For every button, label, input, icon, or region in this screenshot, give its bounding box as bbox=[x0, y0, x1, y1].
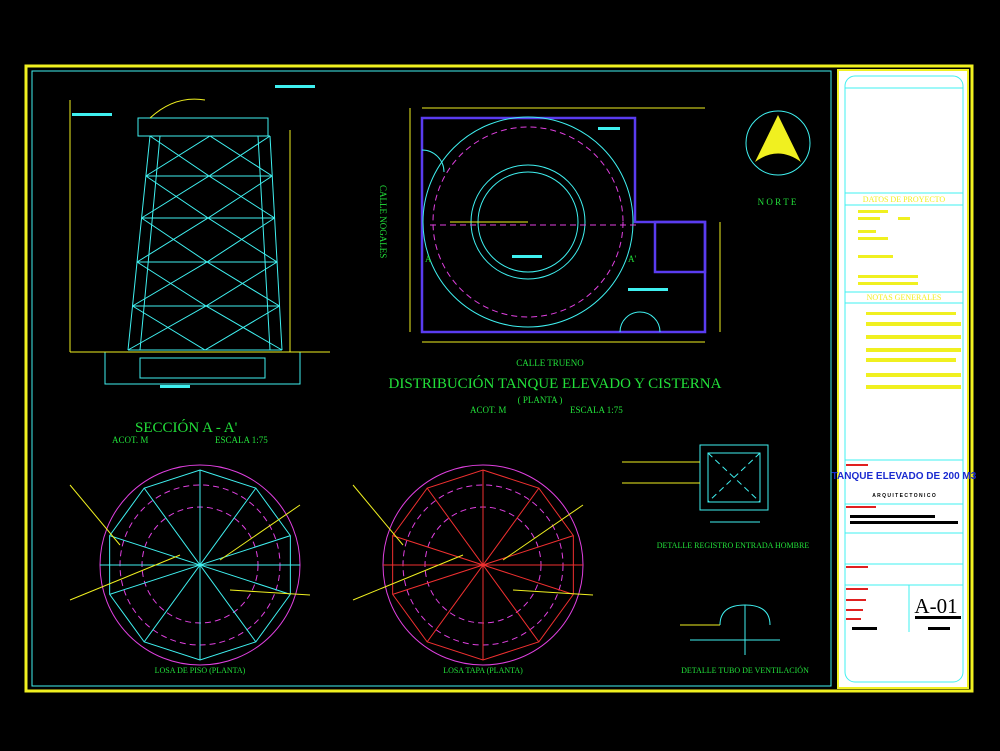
general-notes-lines bbox=[866, 312, 961, 389]
plan-view bbox=[409, 107, 721, 343]
north-arrow-icon bbox=[745, 110, 811, 176]
street-bottom-label: CALLE TRUENO bbox=[516, 358, 584, 368]
vent-detail bbox=[680, 604, 780, 655]
title-block-frame bbox=[844, 75, 964, 683]
drawing-frame bbox=[31, 70, 832, 687]
manhole-label: DETALLE REGISTRO ENTRADA HOMBRE bbox=[657, 541, 810, 550]
general-notes-heading: NOTAS GENERALES bbox=[867, 293, 942, 302]
project-data-heading: DATOS DE PROYECTO bbox=[863, 195, 946, 204]
sheet-border bbox=[24, 64, 974, 693]
manhole-detail bbox=[622, 444, 769, 523]
sheet-number: A-01 bbox=[914, 594, 957, 618]
cut-label-a-prime: A' bbox=[628, 254, 636, 264]
plan-subtitle: ( PLANTA ) bbox=[518, 395, 563, 405]
section-acot: ACOT. M bbox=[112, 435, 148, 445]
plan-acot: ACOT. M bbox=[470, 405, 506, 415]
plan-scale: ESCALA 1:75 bbox=[570, 405, 623, 415]
cover-slab-plan bbox=[352, 464, 594, 666]
cut-label-a: A bbox=[425, 254, 432, 264]
discipline-label: A R Q U I T E C T O N I C O bbox=[872, 493, 936, 499]
section-tower bbox=[69, 85, 330, 388]
floor-slab-label: LOSA DE PISO (PLANTA) bbox=[155, 666, 246, 675]
section-scale: ESCALA 1:75 bbox=[215, 435, 268, 445]
floor-slab-plan bbox=[69, 464, 311, 666]
north-label: N O R T E bbox=[758, 197, 797, 207]
cover-slab-label: LOSA TAPA (PLANTA) bbox=[443, 666, 523, 675]
street-left-label: CALLE NOGALES bbox=[378, 185, 388, 258]
plan-title: DISTRIBUCIÓN TANQUE ELEVADO Y CISTERNA bbox=[389, 375, 722, 392]
project-data-lines bbox=[858, 210, 918, 285]
vent-label: DETALLE TUBO DE VENTILACIÓN bbox=[681, 665, 809, 675]
project-title: TANQUE ELEVADO DE 200 M3 bbox=[832, 471, 977, 482]
section-title: SECCIÓN A - A' bbox=[135, 419, 238, 436]
